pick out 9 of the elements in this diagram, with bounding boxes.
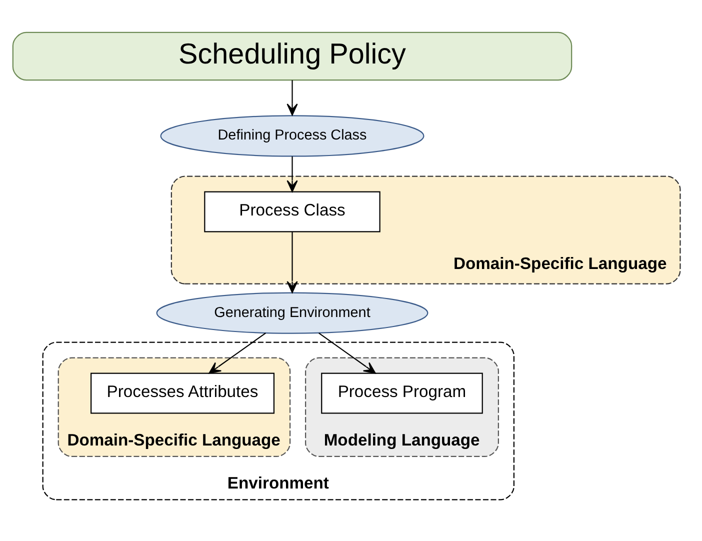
node-box: Scheduling Policy xyxy=(12,32,572,81)
node-ellipse: Defining Process Class xyxy=(160,115,424,157)
node-box: Process Program xyxy=(321,372,483,414)
arrow xyxy=(286,80,298,116)
node-box: Process Class xyxy=(204,191,380,232)
arrow xyxy=(286,232,298,294)
node-ellipse: Generating Environment xyxy=(156,292,428,334)
node-box: Processes Attributes xyxy=(90,372,275,414)
arrow xyxy=(286,156,298,192)
